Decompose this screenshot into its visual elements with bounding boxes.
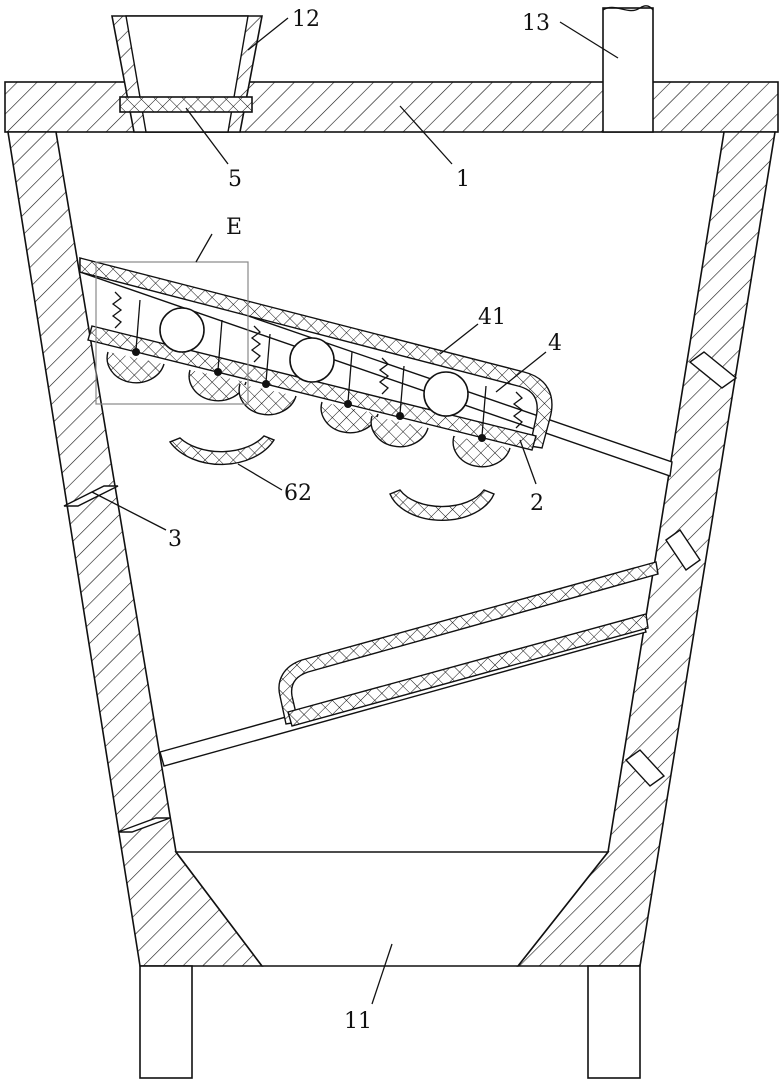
ball [160,308,204,352]
right-wall [518,132,775,966]
left-wall [8,132,262,966]
arc-baffle [390,490,494,520]
label-13: 13 [522,11,550,36]
lower-screen-layer [288,614,648,726]
filter-plate [120,97,252,112]
label-E: E [226,215,242,240]
label-12: 12 [292,7,320,32]
ball [424,372,468,416]
outlet-pipe [603,8,653,132]
label-3: 3 [168,527,182,552]
label-5: 5 [228,167,242,192]
label-4: 4 [548,331,562,356]
ball [290,338,334,382]
right-leg [588,966,640,1078]
left-leg [140,966,192,1078]
label-11: 11 [344,1009,372,1034]
arc-baffle [170,436,274,464]
label-1: 1 [456,167,470,192]
label-2: 2 [530,491,544,516]
label-41: 41 [478,305,506,330]
feed-hopper-bore [126,16,248,132]
label-62: 62 [284,481,312,506]
